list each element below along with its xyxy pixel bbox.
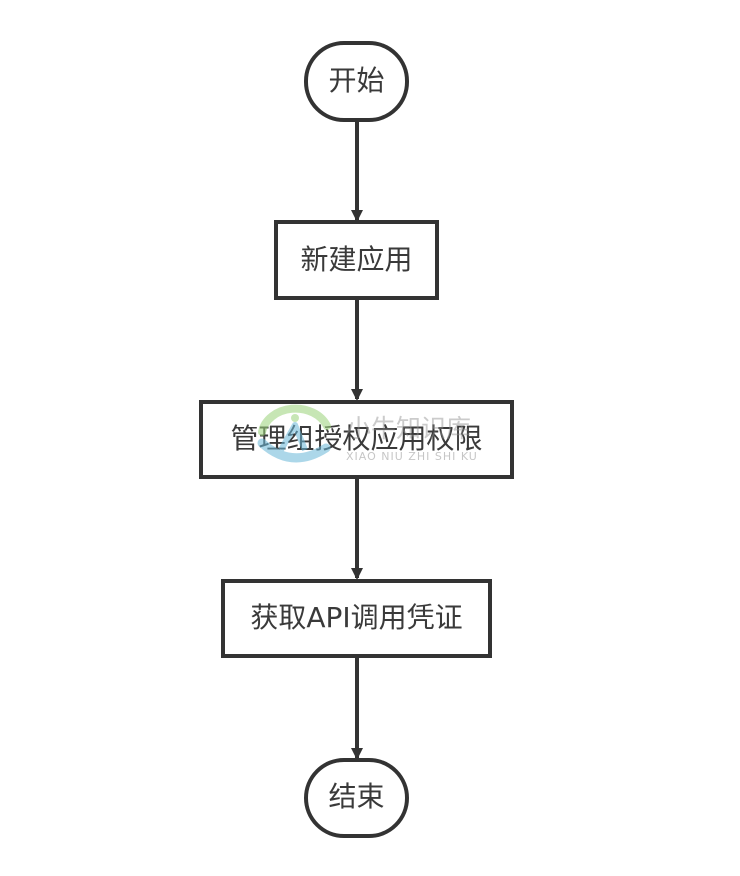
create-app-process-shape bbox=[274, 220, 439, 300]
watermark-text: 小牛知识库 bbox=[346, 414, 471, 443]
node-create-app: 新建应用 bbox=[274, 220, 439, 300]
get-credential-process-shape bbox=[221, 579, 492, 658]
end-terminal-shape bbox=[304, 758, 409, 838]
start-terminal-shape bbox=[304, 41, 409, 122]
node-get-credential: 获取API调用凭证 bbox=[221, 579, 492, 658]
start-label: 开始 bbox=[328, 64, 384, 97]
grant-permission-process-shape bbox=[199, 400, 514, 479]
get-credential-label: 获取API调用凭证 bbox=[250, 601, 462, 634]
watermark: 小牛知识库 XIAO NIU ZHI SHI KU bbox=[257, 404, 478, 463]
watermark-subtext: XIAO NIU ZHI SHI KU bbox=[346, 450, 478, 463]
node-start: 开始 bbox=[304, 41, 409, 122]
node-end: 结束 bbox=[304, 758, 409, 838]
end-label: 结束 bbox=[328, 780, 384, 813]
watermark-logo-icon bbox=[257, 404, 331, 463]
create-app-label: 新建应用 bbox=[300, 243, 412, 276]
